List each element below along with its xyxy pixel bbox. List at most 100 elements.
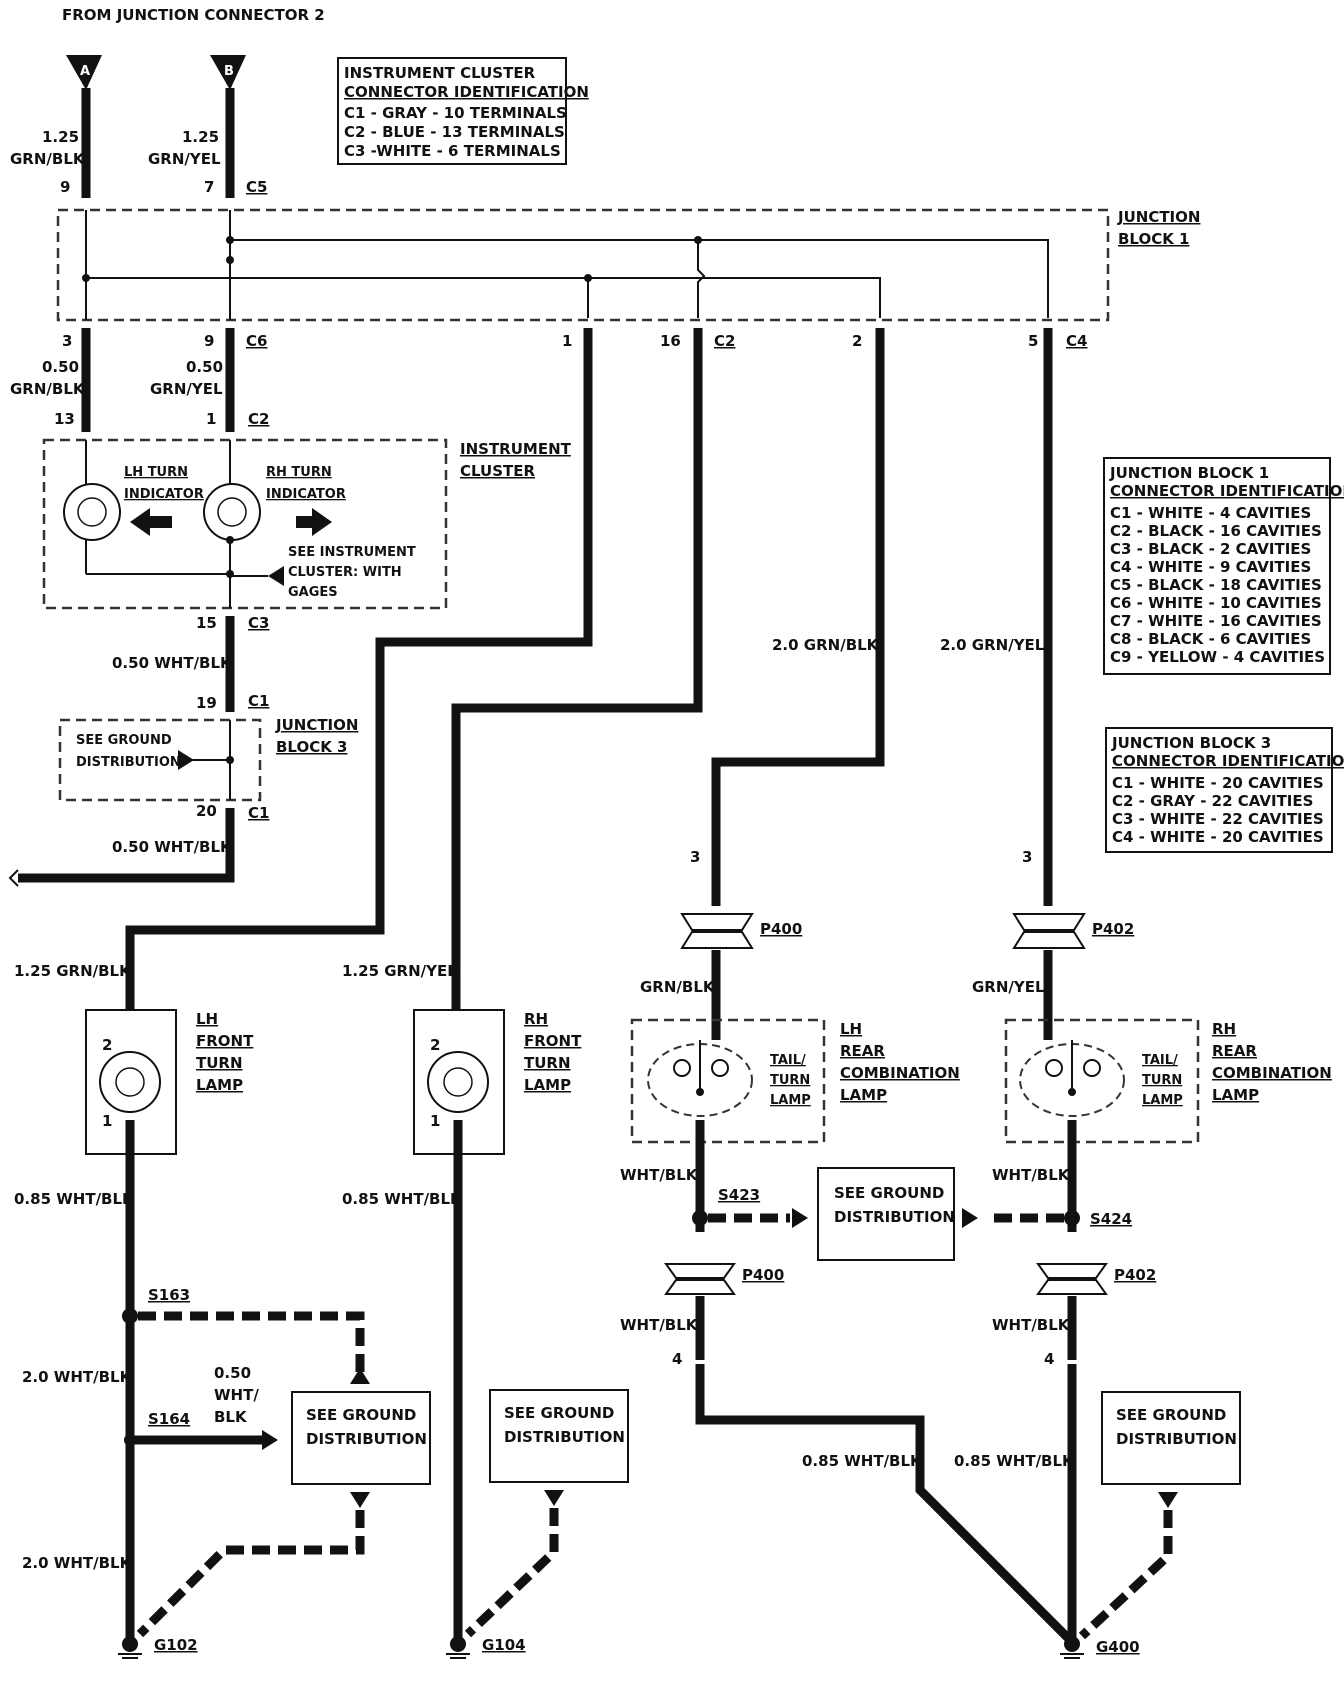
jb3-id-row: C3 - WHITE - 22 CAVITIES <box>1112 810 1324 828</box>
connector-id: C1 <box>248 804 269 822</box>
tail-turn-label: TURN <box>770 1073 810 1088</box>
connector-b-label: B <box>224 64 234 79</box>
jb1-id-row: C9 - YELLOW - 4 CAVITIES <box>1110 648 1325 666</box>
wire-label: 0.85 WHT/BLK <box>14 1190 135 1208</box>
tail-turn-label: TURN <box>1142 1073 1182 1088</box>
wire-label: 2.0 WHT/BLK <box>22 1554 133 1572</box>
wire-label: GRN/YEL <box>972 978 1045 996</box>
connector-id: C2 <box>248 410 269 428</box>
jb3-label: BLOCK 3 <box>276 738 348 756</box>
jb1-id-row: C2 - BLACK - 16 CAVITIES <box>1110 522 1322 540</box>
wire-color: GRN/BLK <box>10 380 86 398</box>
wire-gauge: 1.25 <box>42 128 79 146</box>
lh-rear-lamp-label: LAMP <box>840 1086 887 1104</box>
pin-number: 9 <box>204 332 214 350</box>
jb3-id-row: C1 - WHITE - 20 CAVITIES <box>1112 774 1324 792</box>
ground-box-label: DISTRIBUTION <box>1116 1430 1237 1448</box>
page-title: FROM JUNCTION CONNECTOR 2 <box>62 6 325 24</box>
ic-id-row: C2 - BLUE - 13 TERMINALS <box>344 123 565 141</box>
wire-label: 2.0 GRN/BLK <box>772 636 880 654</box>
ground-box-label: SEE GROUND <box>504 1404 614 1422</box>
jb3-ground-ref: DISTRIBUTION <box>76 755 181 770</box>
ground-g400 <box>1060 1636 1084 1659</box>
rh-front-lamp-label: RH <box>524 1010 548 1028</box>
jb3-id-title2: CONNECTOR IDENTIFICATION <box>1112 752 1344 770</box>
wire-label: WHT/BLK <box>620 1316 699 1334</box>
wire-label: 1.25 GRN/BLK <box>14 962 132 980</box>
wire-label: WHT/ <box>214 1386 259 1404</box>
pin-number: 1 <box>206 410 216 428</box>
connector-id: C6 <box>246 332 267 350</box>
wire-color: GRN/YEL <box>148 150 221 168</box>
ic-label: CLUSTER <box>460 462 535 480</box>
wire-label: 1.25 GRN/YEL <box>342 962 457 980</box>
pin-number: 1 <box>430 1112 440 1130</box>
rh-rear-lamp-label: REAR <box>1212 1042 1257 1060</box>
wire-label: 0.85 WHT/BLK <box>802 1452 923 1470</box>
wire-label: 0.50 <box>214 1364 251 1382</box>
lh-front-lamp-label: LH <box>196 1010 218 1028</box>
splice-label: S423 <box>718 1186 760 1204</box>
pin-number: 2 <box>430 1036 440 1054</box>
pin-number: 13 <box>54 410 75 428</box>
wire-label: WHT/BLK <box>992 1316 1071 1334</box>
jb1-label: JUNCTION <box>1117 208 1200 226</box>
jb1-id-row: C5 - BLACK - 18 CAVITIES <box>1110 576 1322 594</box>
lh-turn-indicator-label: INDICATOR <box>124 487 204 502</box>
inline-connector-p400 <box>664 1263 736 1295</box>
see-instrument-cluster: CLUSTER: WITH <box>288 565 402 580</box>
inline-connector-label: P400 <box>760 920 802 938</box>
jb3-id-row: C4 - WHITE - 20 CAVITIES <box>1112 828 1324 846</box>
connector-a-label: A <box>80 64 90 79</box>
pin-number: 4 <box>1044 1350 1054 1368</box>
splice-label: S164 <box>148 1410 190 1428</box>
wire-label: WHT/BLK <box>992 1166 1071 1184</box>
jb1-id-title2: CONNECTOR IDENTIFICATION <box>1110 482 1344 500</box>
tail-turn-label: LAMP <box>1142 1093 1183 1108</box>
connector-id: C3 <box>248 614 269 632</box>
lh-rear-lamp-label: REAR <box>840 1042 885 1060</box>
connector-id: C5 <box>246 178 267 196</box>
wire-color: GRN/BLK <box>10 150 86 168</box>
pin-number: 20 <box>196 802 217 820</box>
jb3-ground-ref: SEE GROUND <box>76 733 172 748</box>
pin-number: 2 <box>102 1036 112 1054</box>
pin-number: 19 <box>196 694 217 712</box>
wire-label: 0.50 WHT/BLK <box>112 838 233 856</box>
wire-label: WHT/BLK <box>620 1166 699 1184</box>
jb1-id-row: C3 - BLACK - 2 CAVITIES <box>1110 540 1311 558</box>
connector-id: C2 <box>714 332 735 350</box>
ground-box-label: SEE GROUND <box>306 1406 416 1424</box>
inline-connector-label: P402 <box>1114 1266 1156 1284</box>
inline-connector-p402 <box>1012 913 1086 949</box>
jb1-id-row: C4 - WHITE - 9 CAVITIES <box>1110 558 1311 576</box>
ground-distribution-right <box>1101 1391 1241 1485</box>
tail-turn-label: TAIL/ <box>770 1053 806 1068</box>
jb1-id-row: C7 - WHITE - 16 CAVITIES <box>1110 612 1322 630</box>
wire-label: 0.50 WHT/BLK <box>112 654 233 672</box>
see-instrument-cluster: GAGES <box>288 585 338 600</box>
wire-label: 0.85 WHT/BLK <box>342 1190 463 1208</box>
ground-box-label: DISTRIBUTION <box>834 1208 955 1226</box>
pin-number: 1 <box>102 1112 112 1130</box>
jb3-id-title1: JUNCTION BLOCK 3 <box>1111 734 1271 752</box>
jb1-label: BLOCK 1 <box>1118 230 1190 248</box>
wire-color: GRN/YEL <box>150 380 223 398</box>
rh-rear-lamp-label: LAMP <box>1212 1086 1259 1104</box>
pin-number: 2 <box>852 332 862 350</box>
junction-block-3 <box>58 718 262 802</box>
connector-b: B <box>210 55 246 90</box>
jb3-id-row: C2 - GRAY - 22 CAVITIES <box>1112 792 1313 810</box>
lh-rear-lamp-label: LH <box>840 1020 862 1038</box>
instrument-cluster-id-table: INSTRUMENT CLUSTER CONNECTOR IDENTIFICAT… <box>337 57 589 165</box>
ground-distribution-center <box>817 1167 955 1261</box>
junction-block-1-id-table: JUNCTION BLOCK 1 CONNECTOR IDENTIFICATIO… <box>1103 457 1344 675</box>
lh-rear-combination-lamp <box>630 1018 826 1144</box>
ic-id-row: C1 - GRAY - 10 TERMINALS <box>344 104 567 122</box>
rh-front-lamp-label: TURN <box>524 1054 571 1072</box>
jb1-id-title1: JUNCTION BLOCK 1 <box>1109 464 1269 482</box>
ground-box-label: SEE GROUND <box>1116 1406 1226 1424</box>
ic-id-row: C3 -WHITE - 6 TERMINALS <box>344 142 561 160</box>
rh-turn-indicator-label: RH TURN <box>266 465 332 480</box>
